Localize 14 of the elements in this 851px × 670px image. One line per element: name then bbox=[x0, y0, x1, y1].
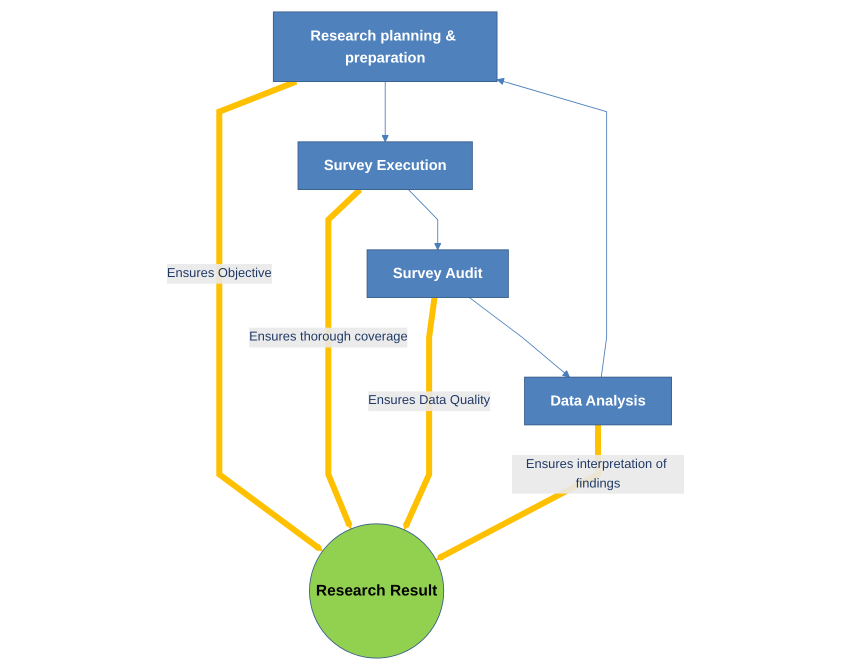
arrow bbox=[402, 297, 438, 530]
arrow bbox=[408, 189, 442, 250]
arrow bbox=[496, 78, 608, 378]
node-box: Survey Audit bbox=[366, 249, 509, 298]
node-circle: Research Result bbox=[309, 523, 444, 659]
node-box: Survey Execution bbox=[298, 141, 473, 190]
arrow bbox=[468, 297, 570, 378]
edge-label: Ensures Data Quality bbox=[368, 393, 490, 408]
node-box: Research planning & preparation bbox=[272, 11, 498, 82]
edge-label: Ensures thorough coverage bbox=[249, 329, 408, 344]
node-box: Data Analysis bbox=[524, 376, 672, 426]
edge-label: Ensures Objective bbox=[166, 266, 272, 280]
arrow bbox=[381, 81, 389, 142]
edge-label: Ensures interpretation of findings bbox=[526, 456, 667, 491]
